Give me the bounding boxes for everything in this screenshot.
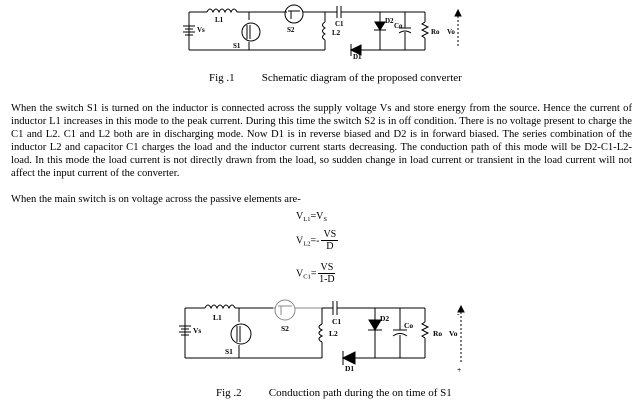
diode-d2 — [374, 21, 386, 31]
label-l1-fig2: L1 — [213, 313, 222, 322]
label-l1: L1 — [215, 16, 224, 24]
label-vo-fig2: Vo — [449, 329, 458, 338]
inductor-l1-fig2 — [204, 304, 236, 310]
label-vs-fig2: Vs — [193, 326, 201, 335]
inductor-l2-fig2 — [318, 323, 324, 343]
fig1-schematic: L1 Vs S1 S2 C1 L2 D2 Co D1 Ro Vo — [183, 4, 462, 61]
diode-d2-fig2 — [368, 319, 382, 331]
label-ro-fig2: Ro — [433, 329, 442, 338]
fig1-caption: Fig .1 Schematic diagram of the proposed… — [209, 72, 462, 84]
fig2-caption: Fig .2 Conduction path during the on tim… — [216, 387, 452, 399]
body-paragraph: When the switch S1 is turned on the indu… — [11, 103, 632, 180]
label-c1: C1 — [335, 20, 344, 28]
switch-s2-fig2 — [274, 299, 296, 321]
switch-s1-fig2 — [230, 323, 252, 345]
label-l2: L2 — [332, 29, 341, 37]
label-co-fig2: Co — [404, 321, 413, 330]
equation-vl1: VL1=VS — [296, 211, 327, 223]
label-minus-fig2: - — [457, 309, 460, 318]
resistor-ro — [420, 21, 430, 39]
switch-s1 — [241, 22, 261, 42]
switch-s2 — [284, 4, 304, 24]
label-c1-fig2: C1 — [332, 317, 341, 326]
label-d2-fig2: D2 — [380, 314, 389, 323]
lead-in-text: When the main switch is on voltage acros… — [11, 194, 301, 205]
fig2-caption-text: Conduction path during the on time of S1 — [268, 387, 452, 399]
fig1-caption-text: Schematic diagram of the proposed conver… — [261, 72, 462, 84]
label-s2-fig2: S2 — [281, 324, 289, 333]
label-ro: Ro — [431, 28, 440, 36]
label-vs: Vs — [197, 26, 205, 34]
label-s1-fig2: S1 — [225, 347, 233, 356]
label-s1: S1 — [233, 42, 241, 50]
label-vo: Vo — [447, 28, 455, 36]
label-s2: S2 — [287, 26, 295, 34]
label-d2: D2 — [385, 17, 394, 25]
label-d1: D1 — [353, 53, 362, 61]
label-l2-fig2: L2 — [329, 329, 338, 338]
inductor-l1 — [206, 8, 238, 14]
diode-d1-fig2 — [341, 351, 356, 365]
resistor-ro-fig2 — [420, 321, 430, 339]
label-plus-fig2: + — [457, 365, 461, 374]
label-d1-fig2: D1 — [345, 364, 354, 373]
fig1-number: Fig .1 — [209, 72, 235, 84]
fig2-conduction-path: L1 Vs S1 S2 C1 L2 D2 Co D1 Ro Vo - + — [179, 299, 465, 374]
fig2-number: Fig .2 — [216, 387, 242, 399]
label-co: Co — [394, 22, 403, 30]
inductor-l2 — [322, 21, 326, 41]
